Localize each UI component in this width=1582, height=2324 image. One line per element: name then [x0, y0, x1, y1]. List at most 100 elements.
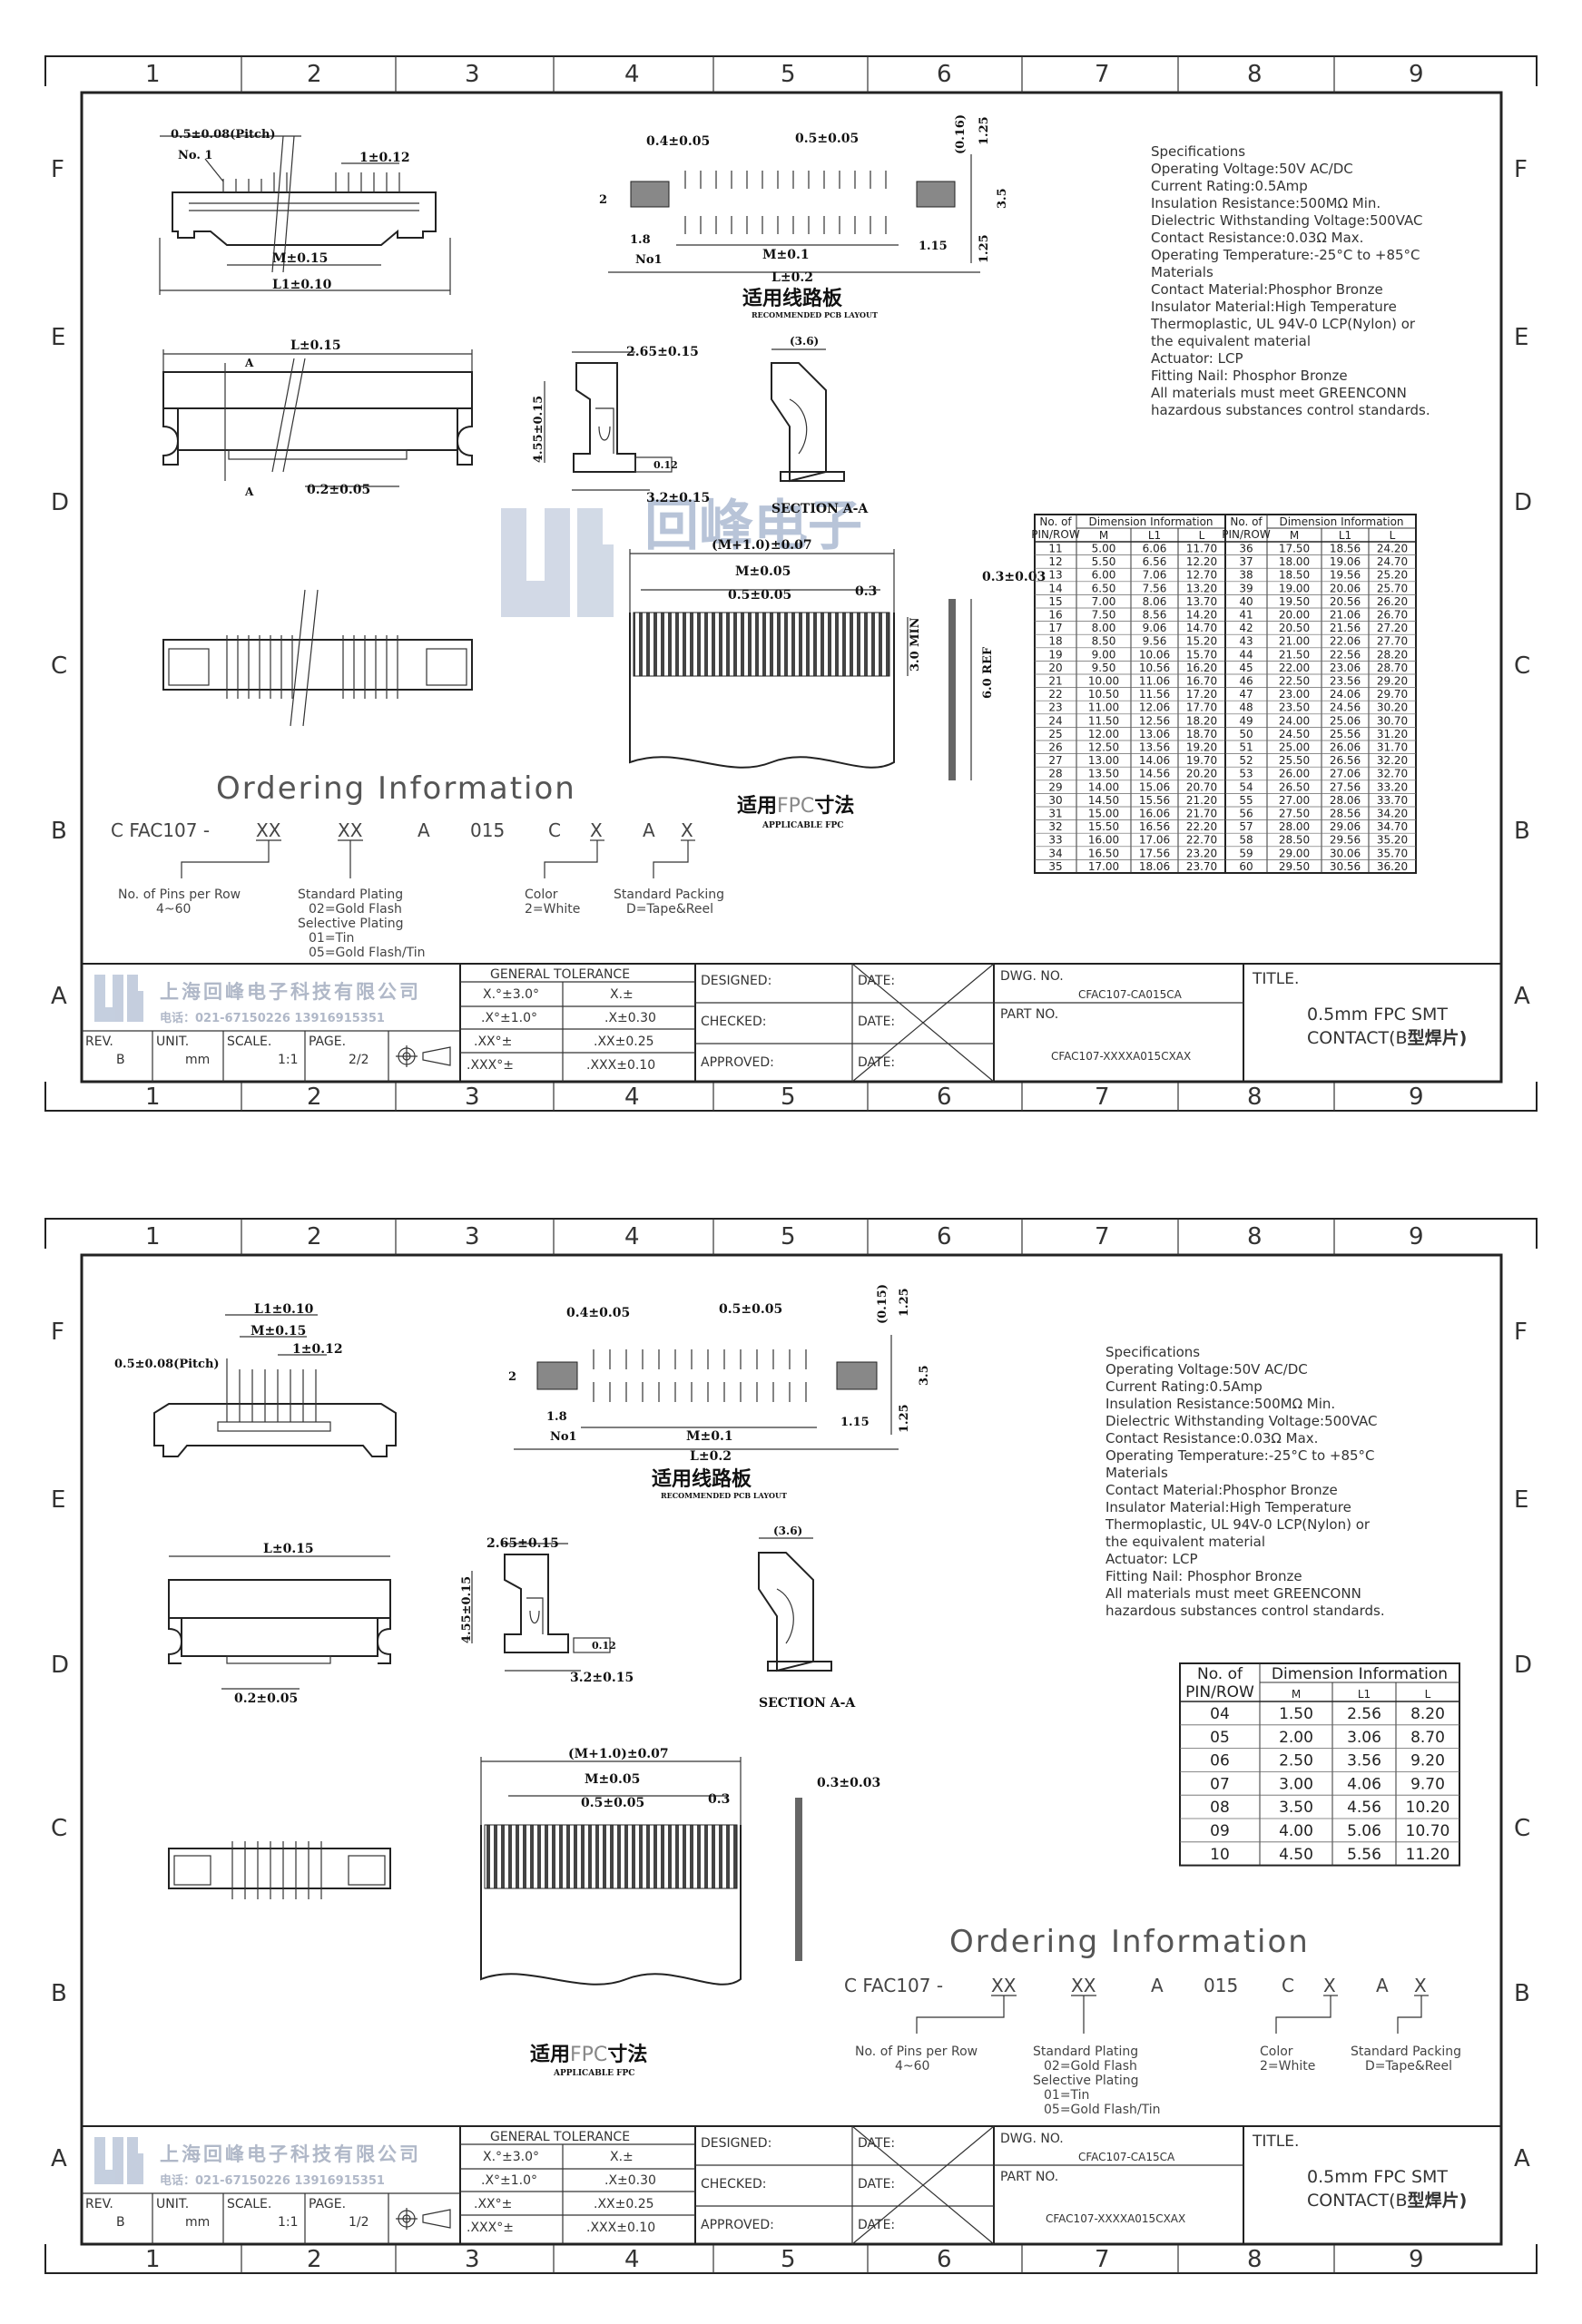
tol-linear: .X±0.30 [604, 2173, 656, 2188]
table-cell: 25.20 [1377, 569, 1408, 582]
table-cell: 17.06 [1139, 834, 1170, 847]
table-cell: 25 [1048, 728, 1062, 740]
grid-col-label: 2 [307, 1084, 322, 1111]
table-cell: 13.06 [1139, 728, 1170, 740]
section-label: SECTION A-A [771, 502, 869, 516]
table-cell: 23.70 [1186, 860, 1217, 873]
drawing-sheet-2: 1 2 3 4 5 6 7 8 9 1 2 3 4 5 6 7 8 9 F E … [0, 1162, 1582, 2324]
spec-line: Actuator: LCP [1105, 1551, 1197, 1567]
grid-col-label: 9 [1409, 2246, 1424, 2273]
dim-l1-010: L1±0.10 [272, 278, 332, 292]
table-cell: 42 [1239, 622, 1253, 634]
table-cell: 26.00 [1279, 768, 1310, 780]
ordering-plating-line: Standard Plating [1033, 2045, 1138, 2059]
table-cell: 33.20 [1377, 780, 1408, 793]
dim-36: (3.6) [773, 1525, 802, 1537]
table-header-h_m: M [1290, 529, 1299, 542]
table-header-h_m: M [1292, 1688, 1301, 1701]
sheet-2-canvas: 1 2 3 4 5 6 7 8 9 1 2 3 4 5 6 7 8 9 F E … [44, 1218, 1538, 2274]
table-cell: 23 [1048, 701, 1062, 714]
dim-1-012: 1±0.12 [359, 151, 410, 165]
ordering-plating-line: 01=Tin [1044, 2088, 1089, 2103]
grid-row-label: E [51, 1486, 65, 1514]
grid-row-label: F [51, 156, 64, 183]
table-cell: 5.56 [1347, 1846, 1381, 1864]
title-label: TITLE. [1252, 2133, 1299, 2151]
ordering-code-pins: XX [991, 1975, 1017, 1996]
table-cell: 12.50 [1088, 741, 1119, 754]
dim-2: 2 [599, 193, 607, 207]
dim-115: 1.15 [840, 1416, 870, 1429]
table-cell: 19.20 [1186, 741, 1217, 754]
grid-row-label: B [51, 818, 67, 845]
grid-col-label: 7 [1095, 61, 1110, 88]
spec-line: Specifications [1105, 1344, 1200, 1360]
table-cell: 17 [1048, 622, 1062, 634]
projection-symbol-icon [396, 1045, 451, 1067]
section-marker-a: A [244, 357, 254, 369]
table-cell: 20 [1048, 662, 1062, 674]
grid-col-label: 8 [1247, 1084, 1263, 1111]
table-cell: 20.56 [1330, 595, 1361, 608]
ordering-code-plating: XX [338, 819, 363, 841]
grid-row-label: F [1514, 156, 1528, 183]
ordering-packing-label: Standard Packing [614, 887, 724, 902]
table-cell: 18.56 [1330, 543, 1361, 555]
rev-label: REV. [85, 1035, 113, 1049]
table-cell: 17.20 [1186, 688, 1217, 701]
table-cell: 11.70 [1186, 543, 1217, 555]
page-label: PAGE. [309, 1035, 346, 1049]
table-cell: 27.50 [1279, 808, 1310, 820]
table-cell: 56 [1239, 808, 1253, 820]
table-cell: 15.20 [1186, 635, 1217, 648]
table-cell: 14.70 [1186, 622, 1217, 634]
specifications-block: Specifications Operating Voltage:50V AC/… [1105, 1344, 1385, 1619]
table-cell: 12.06 [1139, 701, 1170, 714]
table-cell: 11.06 [1139, 675, 1170, 688]
pcb-layout-title-en: RECOMMENDED PCB LAYOUT [752, 310, 878, 319]
designed-label: DESIGNED: [701, 2136, 771, 2151]
grid-row-label: D [1514, 1652, 1532, 1679]
spec-line: the equivalent material [1151, 333, 1311, 349]
dim-125-bottom: 1.25 [978, 234, 991, 263]
company-name: 上海回峰电子科技有限公司 [160, 2143, 421, 2165]
grid-col-label: 4 [624, 1084, 640, 1111]
ordering-code-a2: A [1376, 1975, 1389, 1996]
spec-line: hazardous substances control standards. [1151, 402, 1430, 418]
table-header-pin: PIN/ROW [1222, 528, 1271, 541]
table-cell: 44 [1239, 648, 1253, 661]
ordering-plating-line: 05=Gold Flash/Tin [1044, 2103, 1160, 2117]
table-header-dim: Dimension Information [1272, 1665, 1448, 1683]
table-cell: 15.00 [1088, 808, 1119, 820]
table-cell: 9.20 [1410, 1752, 1445, 1770]
dim-003: 0.3±0.03 [817, 1776, 880, 1790]
front-view-drawing [153, 1314, 397, 1457]
dwg-no-label: DWG. NO. [1000, 969, 1064, 984]
table-cell: 31 [1048, 808, 1062, 820]
table-cell: 5.06 [1347, 1822, 1381, 1840]
dim-pitch: 0.5±0.08(Pitch) [114, 1358, 220, 1371]
table-cell: 27 [1048, 754, 1062, 767]
dim-no1: No1 [635, 253, 663, 267]
dim-pad-width: 0.4±0.05 [646, 134, 710, 149]
tol-linear: .X±0.30 [604, 1011, 656, 1025]
table-cell: 41 [1239, 609, 1253, 622]
table-cell: 17.00 [1088, 860, 1119, 873]
table-cell: 13.20 [1186, 582, 1217, 594]
table-cell: 4.56 [1347, 1799, 1381, 1817]
table-cell: 37 [1239, 555, 1253, 568]
table-cell: 19.06 [1330, 555, 1361, 568]
section-a-a-drawing [771, 348, 845, 483]
table-cell: 22.50 [1279, 675, 1310, 688]
tol-linear: .XXX±0.10 [586, 1058, 655, 1073]
table-cell: 22 [1048, 688, 1062, 701]
ordering-code-packing: X [681, 819, 693, 841]
table-cell: 3.50 [1279, 1799, 1313, 1817]
fpc-title-b: FPC [777, 795, 814, 818]
part-no-value: CFAC107-XXXXA015CXAX [1051, 1050, 1191, 1063]
ordering-code-pins: XX [256, 819, 281, 841]
table-cell: 13.50 [1088, 768, 1119, 780]
spec-line: Operating Temperature:-25°C to +85°C [1151, 247, 1420, 263]
dim-l-02: L±0.2 [771, 270, 813, 285]
ordering-code-plating: XX [1071, 1975, 1096, 1996]
